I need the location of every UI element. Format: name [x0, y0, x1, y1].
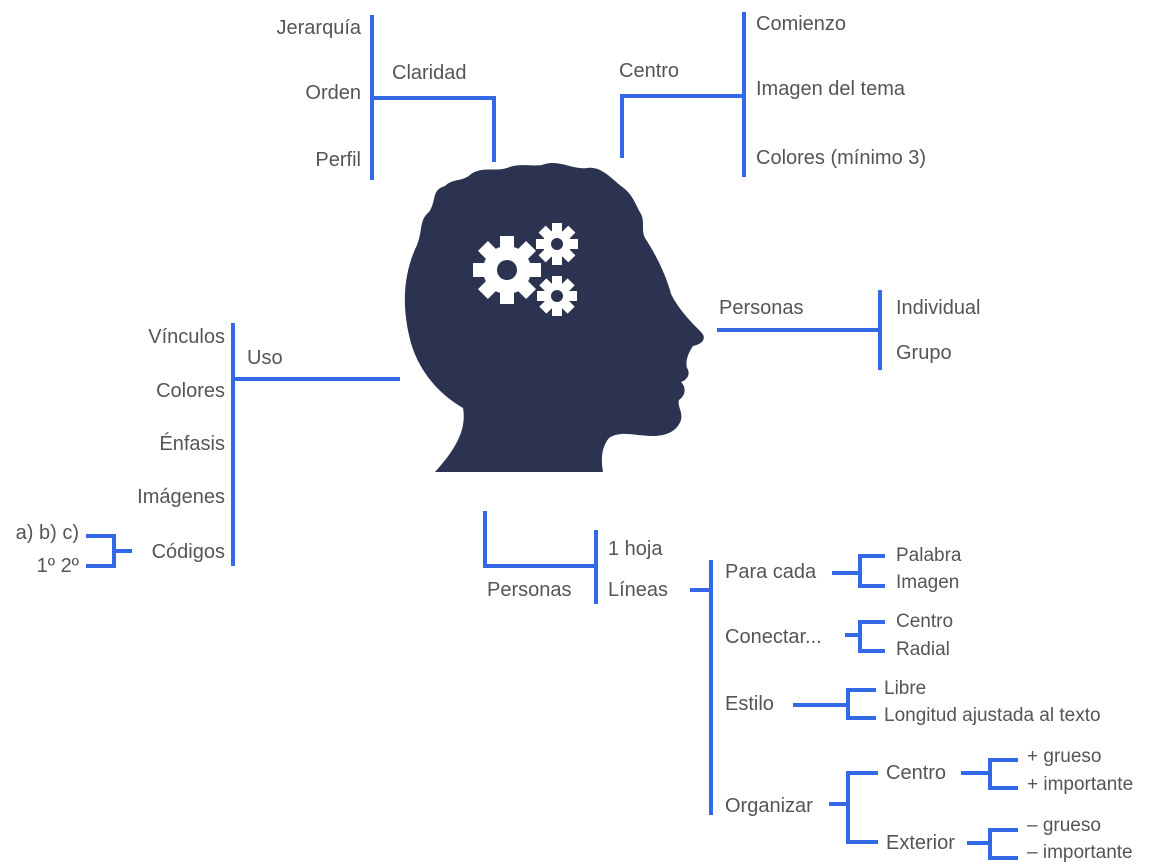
- para-cada-bracket: [858, 554, 885, 588]
- personas-item-1-hoja: 1 hoja: [608, 538, 663, 560]
- codigos-item-ordinals: 1º 2º: [36, 555, 79, 577]
- claridad-label: Claridad: [392, 62, 467, 84]
- conectar-item-centro: Centro: [896, 611, 954, 632]
- centro-item-colores: Colores (mínimo 3): [756, 147, 927, 169]
- estilo-label: Estilo: [725, 693, 774, 715]
- org-exterior-label: Exterior: [886, 832, 955, 854]
- org-centro-label: Centro: [886, 762, 947, 784]
- uso-item-imagenes: Imágenes: [137, 486, 225, 508]
- head-silhouette-icon: [404, 163, 704, 472]
- uso-label: Uso: [247, 347, 283, 369]
- uso-item-codigos: Códigos: [151, 541, 225, 563]
- centro-connector: [620, 94, 744, 158]
- org-exterior-item-importante: – importante: [1027, 842, 1133, 863]
- org-centro-item-importante: + importante: [1027, 774, 1134, 795]
- claridad-item-orden: Orden: [305, 82, 361, 104]
- estilo-item-libre: Libre: [884, 678, 927, 699]
- org-exterior-item-grueso: – grueso: [1027, 815, 1101, 836]
- personas-right-label: Personas: [719, 297, 804, 319]
- centro-item-imagen: Imagen del tema: [756, 78, 905, 100]
- org-exterior-bracket: [988, 828, 1018, 860]
- personas-item-individual: Individual: [896, 297, 981, 319]
- claridad-connector: [372, 96, 496, 162]
- organizar-label: Organizar: [725, 795, 813, 817]
- para-cada-item-imagen: Imagen: [896, 572, 960, 593]
- personas-item-grupo: Grupo: [896, 342, 952, 364]
- estilo-item-longitud: Longitud ajustada al texto: [884, 705, 1101, 726]
- claridad-item-perfil: Perfil: [315, 149, 361, 171]
- personas-bottom-label: Personas: [487, 579, 572, 601]
- conectar-label: Conectar...: [725, 626, 822, 648]
- codigos-item-letters: a) b) c): [15, 522, 79, 544]
- centro-label: Centro: [619, 60, 680, 82]
- codigos-bracket: [86, 534, 116, 568]
- claridad-item-jerarquia: Jerarquía: [276, 17, 362, 39]
- centro-item-comienzo: Comienzo: [756, 13, 847, 35]
- org-centro-item-grueso: + grueso: [1027, 746, 1102, 767]
- uso-item-enfasis: Énfasis: [159, 433, 225, 455]
- personas-item-lineas: Líneas: [608, 579, 669, 601]
- conectar-bracket: [858, 620, 885, 653]
- uso-item-colores: Colores: [156, 380, 225, 402]
- conectar-item-radial: Radial: [896, 639, 950, 660]
- estilo-bracket: [846, 688, 876, 720]
- personas-bottom-connector: [483, 511, 596, 568]
- uso-item-vinculos: Vínculos: [148, 326, 225, 348]
- organizar-bracket: [846, 771, 878, 844]
- org-centro-bracket: [988, 758, 1018, 790]
- para-cada-label: Para cada: [725, 561, 817, 583]
- para-cada-item-palabra: Palabra: [896, 545, 962, 566]
